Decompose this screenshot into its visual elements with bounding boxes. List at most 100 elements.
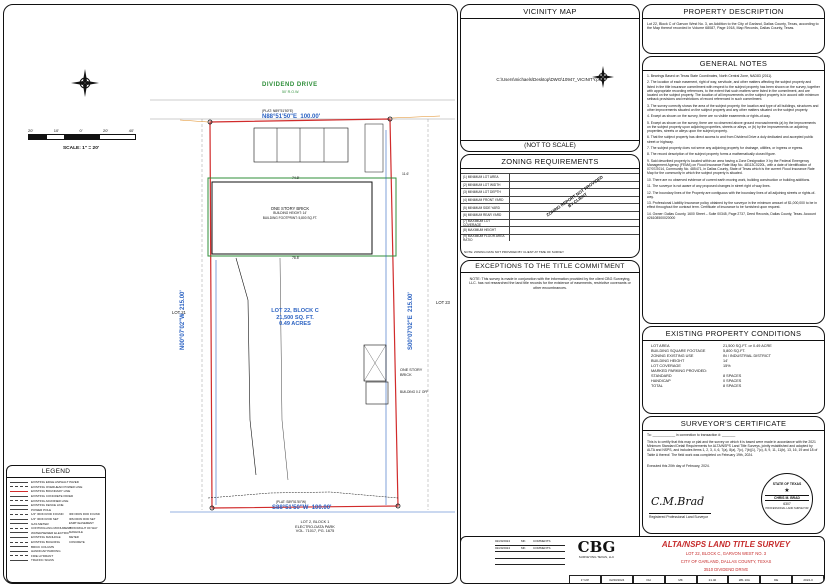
general-note: 9. Said described property is located wi… (647, 158, 815, 176)
existing-key: BUILDING HEIGHT (651, 359, 685, 363)
scale-tick: 20' (103, 128, 109, 133)
legend-row: EXISTING BOUNDARY LINE (10, 489, 102, 494)
general-note: 12. The boundary lines of the Property a… (647, 190, 816, 199)
legend-symbol-icon (10, 500, 28, 502)
title-block-cell: 281 10A (728, 575, 761, 583)
legend-label: EXISTING EDGE ASPHALT PAVED (31, 480, 79, 485)
legend-label: GAS METER (31, 521, 49, 526)
legend-symbol-icon (10, 559, 28, 561)
surveyor-signature: C.M.Brad (651, 495, 705, 508)
legend-symbol-icon (10, 495, 28, 497)
lot-label: LOT 22, BLOCK C 21,500 SQ. FT. 0.49 ACRE… (271, 308, 319, 328)
general-notes-title: GENERAL NOTES (643, 57, 824, 71)
vicinity-title: VICINITY MAP (461, 5, 639, 19)
zoning-row: (2) MINIMUM LOT WIDTH (461, 180, 639, 189)
existing-value: 14' (723, 359, 728, 363)
legend-row: 1/2" IRON ROD FOUND (10, 512, 102, 517)
exceptions-panel: EXCEPTIONS TO THE TITLE COMMITMENT NOTE:… (460, 260, 640, 584)
title-block-cell: DE (760, 575, 793, 583)
surveyor-to: To: ____________ in connection to transa… (647, 433, 736, 437)
existing-key: ZONING EXISTING USE (651, 354, 694, 358)
legend-symbol-icon (10, 541, 28, 543)
bearing-left: N00°07'02"W 215.00' (180, 290, 186, 350)
legend-row: TRAFFIC SIGNS (10, 558, 102, 563)
zoning-row-label: (3) MINIMUM LOT DEPTH (461, 189, 510, 196)
legend-label: POWER POLE (31, 507, 52, 512)
zoning-row: (8) MAXIMUM HEIGHT (461, 226, 639, 234)
legend-row: EXISTING MANHOLE (10, 535, 102, 540)
general-note: 10. There are no observed evidence of cu… (647, 177, 811, 182)
legend-row: POWER POLE (10, 508, 102, 513)
legend-symbol-icon (10, 513, 28, 515)
legend-abbrev: ROW=RIGHT OF WAY (69, 525, 98, 530)
legend-row: GAS METER (10, 521, 102, 526)
legend-symbol-icon (10, 527, 28, 529)
revision-cell (495, 559, 521, 565)
vicinity-panel: VICINITY MAP C:\Users\michaels\Desktop\D… (460, 4, 640, 152)
existing-value: 0 SPACES (723, 379, 742, 383)
general-note: 4. Except as shown on the survey, there … (647, 114, 771, 119)
legend-abbrev: CONCRETE (69, 539, 85, 544)
legend-label: EXISTING OVERHEAD POWER LINE (31, 484, 83, 489)
legend-label: TRAFFIC SIGNS (31, 558, 54, 563)
existing-value: 8 SPACES (723, 374, 742, 378)
exceptions-text: NOTE: This survey is made in conjunction… (469, 277, 631, 290)
lot-right-label: LOT 23 (436, 300, 450, 305)
surveyor-role: Registered Professional Land Surveyor (649, 513, 711, 519)
scale-tick: 20' (28, 128, 34, 133)
general-note: 14. Owner: Dallas County, 1600 Street – … (647, 211, 816, 220)
legend-symbol-icon (10, 504, 28, 506)
title-block-cell: 02/20/2024 (600, 575, 633, 583)
existing-title: EXISTING PROPERTY CONDITIONS (643, 327, 824, 341)
existing-key: LOT COVERAGE (651, 364, 681, 368)
legend-label: 1/2" IRON ROD FOUND (31, 512, 64, 517)
general-note: 3. The survey correctly shows the area o… (647, 103, 819, 112)
survey-title: ALTA/NSPS LAND TITLE SURVEY (661, 540, 791, 549)
existing-value: 15% (723, 364, 731, 368)
dim-side: 11.6' (402, 172, 409, 176)
revision-cell (521, 559, 533, 565)
property-description-panel: PROPERTY DESCRIPTION Lot 22, Block C of … (642, 4, 825, 54)
surveyor-seal: STATE OF TEXAS ★ CHRIS M. BRAD 6307 PROF… (761, 473, 813, 525)
survey-line1: LOT 22, BLOCK C, GARVON WEST NO. 3 (685, 551, 767, 556)
lot-left-label: LOT 21 (172, 310, 186, 315)
legend-row: EXISTING CONCRETE PAVED (10, 494, 102, 499)
legend-label: 1/2" IRON ROD SET (31, 517, 59, 522)
legend-abbrev: MANHOLE (69, 530, 83, 535)
zoning-row: (9) MAXIMUM FLOOR AREA RATIO (461, 233, 639, 242)
revision-cell (533, 559, 561, 565)
zoning-row-label: (5) MINIMUM SIDE YARD (461, 204, 510, 211)
general-note: 7. The subject property does not serve a… (647, 145, 804, 150)
existing-value: 8 SPACES (723, 384, 742, 388)
scale-tick: 0' (79, 128, 83, 133)
general-note: 2. The location of each easement, right … (647, 80, 820, 102)
surveyor-executed: Executed this 20th day of February, 2024… (647, 463, 710, 468)
legend-row: 1/2" IRON ROD SET (10, 517, 102, 522)
title-block-cell: MK (664, 575, 697, 583)
revision-cell (533, 552, 561, 558)
one-story-label: ONE STORY BRICK (400, 368, 423, 377)
legend-symbol-icon (10, 546, 28, 548)
north-arrow-vicinity-icon (591, 65, 615, 94)
zoning-row-label: (9) MAXIMUM FLOOR AREA RATIO (461, 234, 510, 242)
revision-cell (521, 552, 533, 558)
legend-label: EXISTING CONCRETE PAVED (31, 494, 74, 499)
dim-rear: 78.8' (292, 256, 300, 260)
zoning-row-label: (7) MAXIMUM LOT COVERAGE (461, 219, 510, 227)
existing-key: BUILDING SQUARE FOOTAGE (651, 349, 706, 353)
legend-row: EXISTING ADJOINER LINE (10, 498, 102, 503)
legend-symbol-icon (10, 536, 28, 538)
legend-row: WATER/SEWER ELECTRIC (10, 531, 102, 536)
general-note: 13. Professional Liability Insurance pol… (647, 201, 818, 210)
legend-abbrev: IRS=IRON ROD SET (69, 516, 96, 521)
revision-row (495, 559, 565, 566)
existing-value: 5,800 SQ.FT. (723, 349, 746, 353)
building-off-label: BUILDING 0.1' OFF (400, 390, 429, 394)
